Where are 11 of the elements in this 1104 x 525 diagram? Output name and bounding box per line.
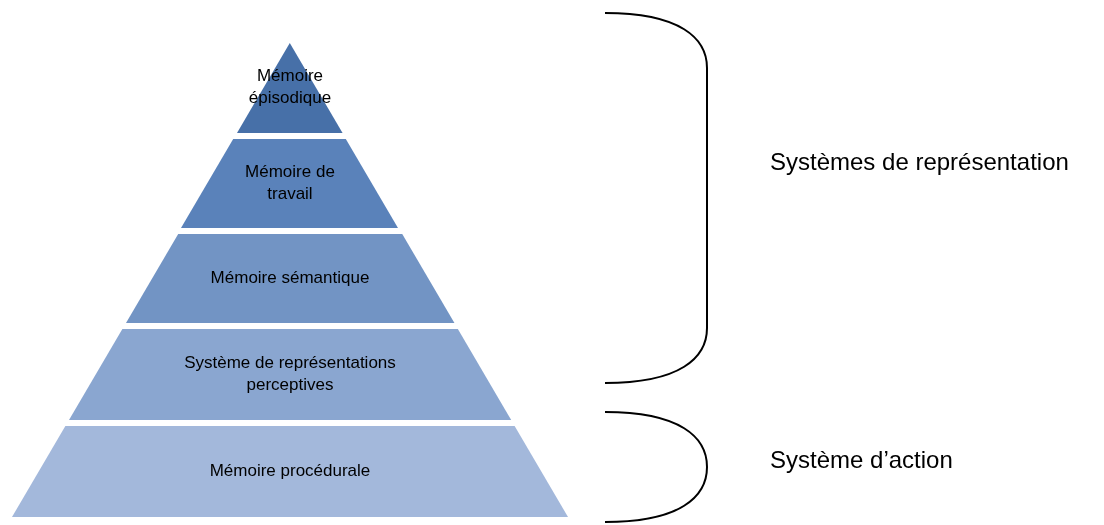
group-label: Système d’action bbox=[770, 446, 953, 474]
layer-label: Système de représentations perceptives bbox=[183, 352, 397, 396]
pyramid-layer bbox=[181, 139, 399, 228]
layer-label: Mémoire de travail bbox=[244, 161, 336, 205]
pyramid-layer bbox=[125, 234, 455, 323]
group-label: Systèmes de représentation bbox=[770, 148, 1069, 176]
pyramid-layer bbox=[68, 329, 512, 420]
layer-label: Mémoire procédurale bbox=[208, 460, 372, 482]
pyramid-layer bbox=[12, 426, 568, 517]
layer-label: Mémoire sémantique bbox=[209, 267, 371, 289]
pyramid-layer bbox=[237, 43, 343, 133]
